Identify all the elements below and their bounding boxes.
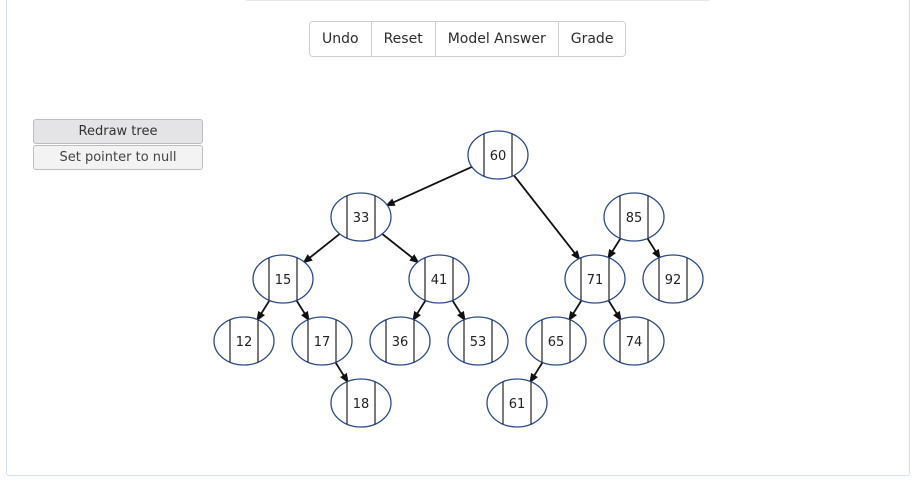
tree-node-shape bbox=[408, 254, 470, 304]
redraw-tree-button[interactable]: Redraw tree bbox=[33, 119, 203, 144]
tree-edge-71-65 bbox=[568, 298, 584, 322]
exercise-frame bbox=[6, 0, 910, 476]
tree-node-value: 15 bbox=[275, 273, 292, 288]
top-divider bbox=[246, 0, 710, 1]
tree-node-shape bbox=[642, 254, 704, 304]
tree-edge-17-18 bbox=[333, 360, 349, 384]
tree-edge-85-71 bbox=[607, 236, 623, 260]
tree-node-shape bbox=[252, 254, 314, 304]
tree-node-value: 41 bbox=[431, 273, 448, 288]
tree-node-41[interactable]: 41 bbox=[408, 254, 470, 304]
tree-edge-65-61 bbox=[529, 360, 545, 384]
tree-node-85[interactable]: 85 bbox=[603, 192, 665, 242]
model-answer-button[interactable]: Model Answer bbox=[435, 22, 559, 56]
tree-node-shape bbox=[486, 378, 548, 428]
tree-node-33[interactable]: 33 bbox=[330, 192, 392, 242]
tree-node-shape bbox=[369, 316, 431, 366]
tree-node-shape bbox=[291, 316, 353, 366]
tree-node-value: 18 bbox=[353, 397, 370, 412]
tree-node-shape bbox=[603, 192, 665, 242]
tree-node-value: 53 bbox=[470, 335, 487, 350]
tree-node-shape bbox=[603, 316, 665, 366]
tree-node-value: 65 bbox=[548, 335, 565, 350]
tree-node-60[interactable]: 60 bbox=[467, 130, 529, 180]
tree-node-92[interactable]: 92 bbox=[642, 254, 704, 304]
tree-edge-33-15 bbox=[302, 231, 342, 264]
tree-edge-85-92 bbox=[645, 236, 661, 260]
tree-edge-60-71 bbox=[511, 173, 581, 261]
tree-edge-71-74 bbox=[606, 298, 622, 322]
tree-edge-41-36 bbox=[412, 298, 428, 322]
tree-edge-41-53 bbox=[450, 298, 466, 322]
tree-node-65[interactable]: 65 bbox=[525, 316, 587, 366]
tree-edge-60-33 bbox=[384, 165, 475, 207]
tree-node-74[interactable]: 74 bbox=[603, 316, 665, 366]
undo-button[interactable]: Undo bbox=[310, 22, 372, 56]
tree-node-value: 71 bbox=[587, 273, 604, 288]
toolbar: Undo Reset Model Answer Grade bbox=[309, 21, 627, 57]
tree-node-61[interactable]: 61 bbox=[486, 378, 548, 428]
reset-button[interactable]: Reset bbox=[371, 22, 436, 56]
tree-node-value: 92 bbox=[665, 273, 682, 288]
set-pointer-null-button[interactable]: Set pointer to null bbox=[33, 145, 203, 170]
tree-node-value: 12 bbox=[236, 335, 253, 350]
tree-node-shape bbox=[525, 316, 587, 366]
tree-node-shape bbox=[564, 254, 626, 304]
grade-button[interactable]: Grade bbox=[558, 22, 626, 56]
tree-edge-15-17 bbox=[294, 298, 310, 322]
tree-node-value: 60 bbox=[490, 149, 507, 164]
tree-node-value: 85 bbox=[626, 211, 643, 226]
tree-node-18[interactable]: 18 bbox=[330, 378, 392, 428]
tree-node-shape bbox=[467, 130, 529, 180]
tree-node-shape bbox=[447, 316, 509, 366]
tree-node-71[interactable]: 71 bbox=[564, 254, 626, 304]
tree-node-12[interactable]: 12 bbox=[213, 316, 275, 366]
tree-node-value: 74 bbox=[626, 335, 643, 350]
tree-node-shape bbox=[330, 192, 392, 242]
tree-node-17[interactable]: 17 bbox=[291, 316, 353, 366]
tree-node-36[interactable]: 36 bbox=[369, 316, 431, 366]
tree-node-value: 36 bbox=[392, 335, 409, 350]
tree-node-value: 33 bbox=[353, 211, 370, 226]
tree-node-shape bbox=[330, 378, 392, 428]
tree-node-15[interactable]: 15 bbox=[252, 254, 314, 304]
tree-node-value: 61 bbox=[509, 397, 526, 412]
tree-edge-15-12 bbox=[256, 298, 272, 322]
tree-node-53[interactable]: 53 bbox=[447, 316, 509, 366]
tree-node-shape bbox=[213, 316, 275, 366]
tree-edge-33-41 bbox=[380, 231, 420, 264]
tree-node-value: 17 bbox=[314, 335, 331, 350]
